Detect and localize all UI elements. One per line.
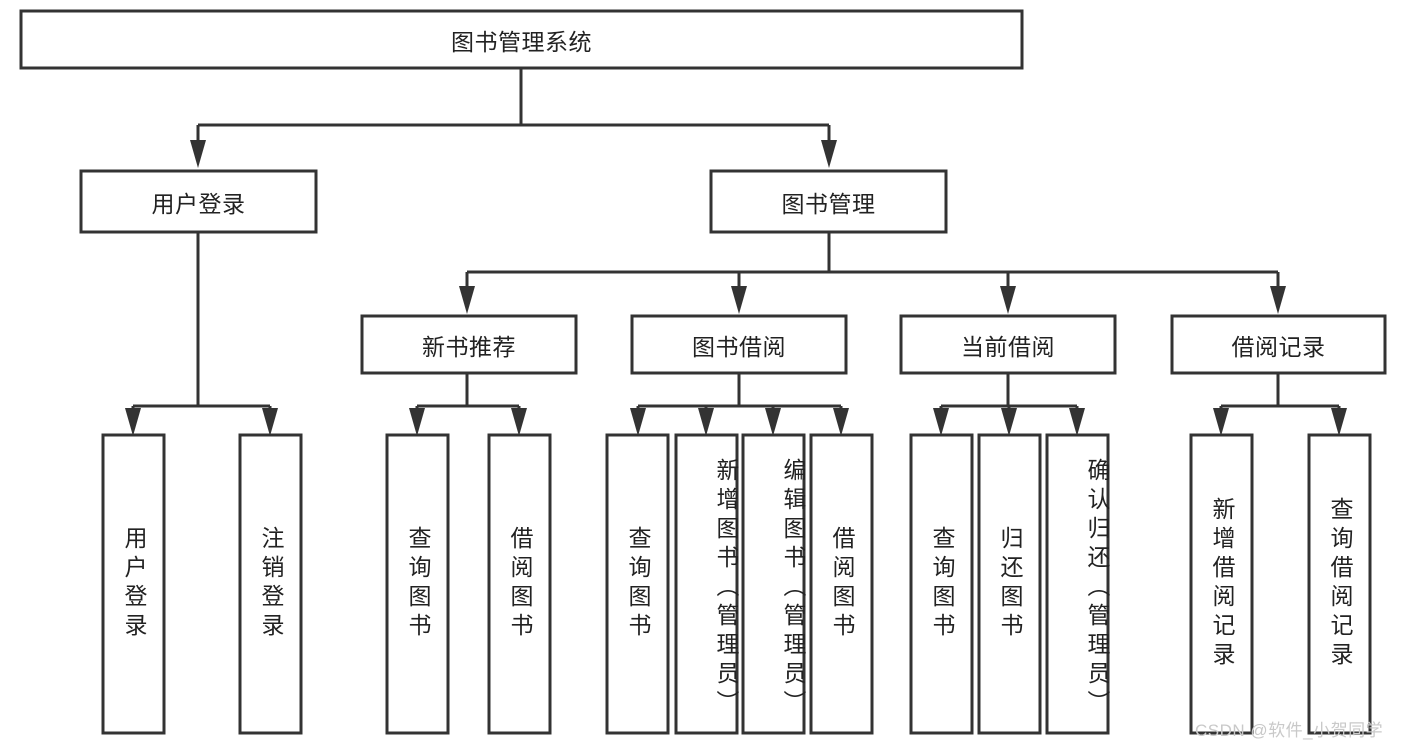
node-box-root[interactable] bbox=[19, 9, 1024, 70]
connector-bookmanage-to-level3 bbox=[459, 232, 1286, 314]
connector-userlogin-to-leaves bbox=[125, 232, 278, 436]
node-box-user-login[interactable] bbox=[79, 169, 318, 234]
node-box-leaf-query-book-1[interactable] bbox=[385, 433, 450, 735]
node-box-current-borrow[interactable] bbox=[899, 314, 1117, 375]
node-box-leaf-user-login[interactable] bbox=[101, 433, 166, 735]
node-box-leaf-confirm-return[interactable] bbox=[1045, 433, 1110, 735]
connector-currentborrow-to-leaves bbox=[933, 373, 1085, 436]
node-box-borrow-record[interactable] bbox=[1170, 314, 1387, 375]
node-box-leaf-logout[interactable] bbox=[238, 433, 303, 735]
node-box-leaf-borrow-book-2[interactable] bbox=[809, 433, 874, 735]
node-box-leaf-query-record[interactable] bbox=[1307, 433, 1372, 735]
connector-bookborrow-to-leaves bbox=[630, 373, 849, 436]
watermark-text: CSDN @软件_小贺同学 bbox=[1195, 721, 1384, 740]
node-box-leaf-edit-book[interactable] bbox=[741, 433, 806, 735]
node-box-leaf-query-book-2[interactable] bbox=[605, 433, 670, 735]
node-box-leaf-query-book-3[interactable] bbox=[909, 433, 974, 735]
node-box-leaf-add-book[interactable] bbox=[674, 433, 739, 735]
node-box-leaf-return-book[interactable] bbox=[977, 433, 1042, 735]
connector-borrowrecord-to-leaves bbox=[1213, 373, 1347, 436]
connector-root-to-level2 bbox=[190, 68, 837, 168]
connector-newbookrec-to-leaves bbox=[409, 373, 527, 436]
node-box-book-borrow[interactable] bbox=[630, 314, 848, 375]
node-box-new-book-rec[interactable] bbox=[360, 314, 578, 375]
node-box-leaf-borrow-book-1[interactable] bbox=[487, 433, 552, 735]
node-box-book-manage[interactable] bbox=[709, 169, 948, 234]
node-box-leaf-add-record[interactable] bbox=[1189, 433, 1254, 735]
